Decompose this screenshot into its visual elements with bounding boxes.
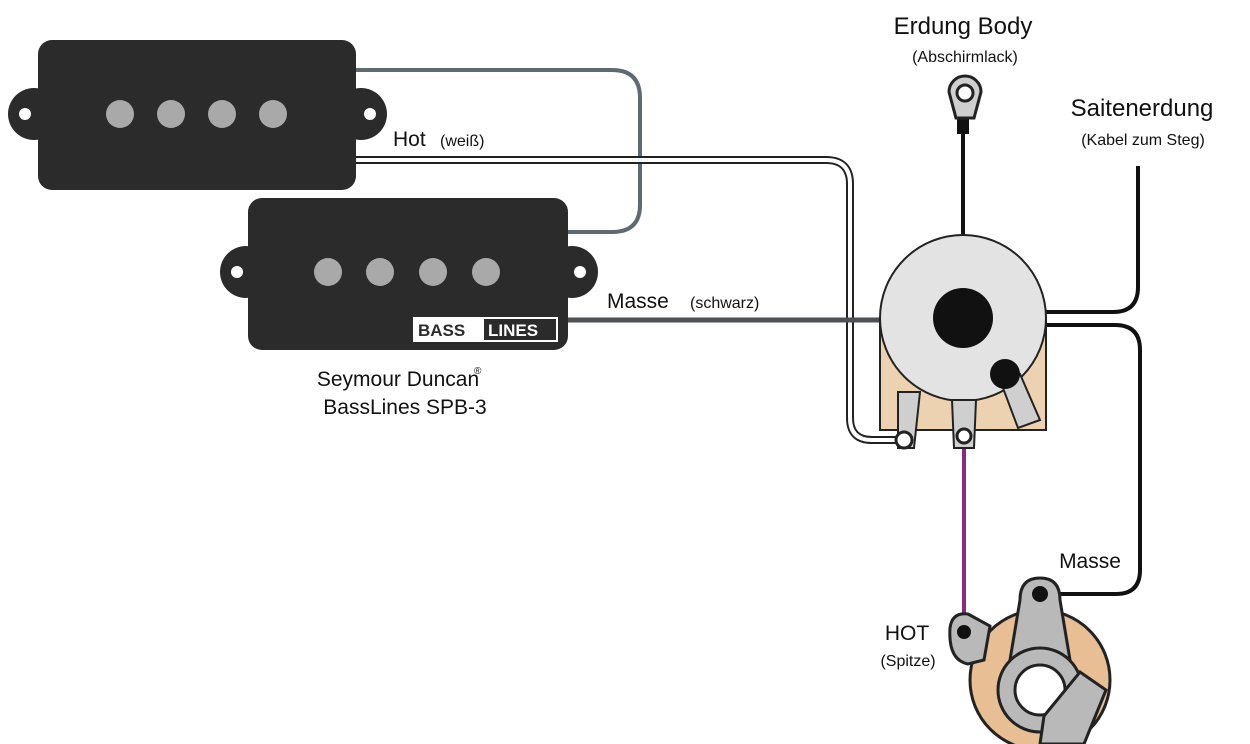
label-erdung-body: Erdung Body bbox=[894, 13, 1033, 40]
jack-ground-solder bbox=[1032, 586, 1048, 602]
pole-piece-icon bbox=[259, 100, 287, 128]
pole-piece-icon bbox=[419, 258, 447, 286]
pickup-upper bbox=[8, 40, 387, 190]
jack-tip-spring bbox=[1038, 669, 1108, 744]
label-erdung-body-sub: (Abschirmlack) bbox=[912, 49, 1018, 66]
volume-pot bbox=[879, 234, 1047, 450]
mounting-hole-icon bbox=[364, 108, 376, 120]
pole-piece-icon bbox=[314, 258, 342, 286]
pot-lug-left-hole bbox=[894, 430, 914, 450]
jack-hot-solder bbox=[957, 625, 971, 639]
label-masse: Masse bbox=[607, 290, 669, 313]
pole-piece-icon bbox=[472, 258, 500, 286]
pole-piece-icon bbox=[208, 100, 236, 128]
wires bbox=[350, 68, 1142, 632]
pot-lug-right-solder bbox=[990, 359, 1020, 389]
jack-ground-wire bbox=[985, 323, 1142, 596]
label-hot-sub: (weiß) bbox=[440, 133, 484, 150]
string-ground-wire bbox=[975, 166, 1140, 314]
logo-lines-text: LINES bbox=[488, 321, 538, 340]
pickup-connector-wire bbox=[350, 68, 642, 234]
pole-piece-icon bbox=[106, 100, 134, 128]
mounting-hole-icon bbox=[231, 266, 243, 278]
label-masse-sub: (schwarz) bbox=[690, 295, 759, 312]
label-jack-masse: Masse bbox=[1059, 550, 1121, 573]
label-jack-hot: HOT bbox=[885, 622, 930, 645]
logo-bass-text: BASS bbox=[418, 321, 465, 340]
mounting-hole-icon bbox=[574, 266, 586, 278]
label-jack-hot-sub: (Spitze) bbox=[880, 653, 935, 670]
pole-piece-icon bbox=[157, 100, 185, 128]
label-registered-mark: ® bbox=[474, 366, 482, 377]
body-ground-lug bbox=[947, 74, 983, 134]
hot-wire bbox=[355, 158, 904, 442]
output-jack bbox=[948, 576, 1112, 744]
pot-lug-middle-hole bbox=[955, 427, 973, 445]
label-saitenerdung-sub: (Kabel zum Steg) bbox=[1081, 132, 1205, 149]
label-pickup-model: BassLines SPB-3 bbox=[323, 396, 486, 419]
pole-piece-icon bbox=[366, 258, 394, 286]
mounting-hole-icon bbox=[19, 108, 31, 120]
jack-ground-lug bbox=[1008, 576, 1072, 662]
label-saitenerdung: Saitenerdung bbox=[1071, 95, 1214, 122]
jack-hot-lug bbox=[948, 612, 992, 666]
basslines-logo: BASS LINES bbox=[413, 317, 558, 342]
pickup-lower: BASS LINES bbox=[220, 198, 598, 350]
ring-terminal-icon bbox=[955, 83, 975, 103]
label-hot: Hot bbox=[393, 128, 426, 151]
labels: Erdung Body (Abschirmlack) Saitenerdung … bbox=[317, 13, 1214, 670]
pickup-lower-body bbox=[248, 198, 568, 350]
pickup-upper-body bbox=[38, 40, 356, 190]
pot-ground-solder-point bbox=[933, 288, 993, 348]
label-pickup-brand: Seymour Duncan bbox=[317, 368, 479, 391]
